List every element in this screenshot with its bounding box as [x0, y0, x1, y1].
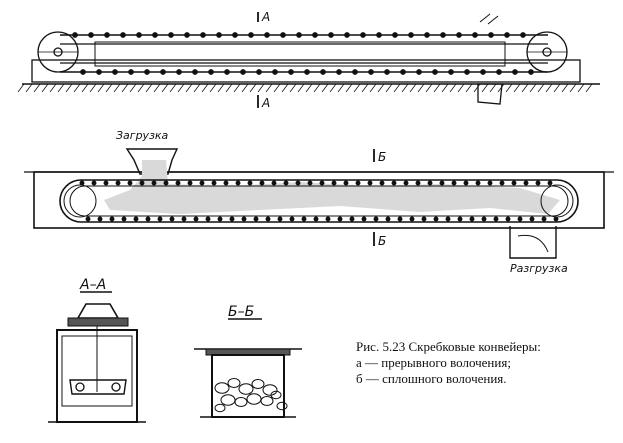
view-aa-label: А–А — [79, 277, 106, 293]
caption-title: Рис. 5.23 Скребковые конвейеры: — [356, 339, 541, 354]
section-b-bottom-label: Б — [378, 234, 386, 248]
caption-line-a: а — прерывного волочения; — [356, 355, 511, 370]
section-a-top-label: A — [261, 10, 270, 24]
section-bb-drawing — [194, 348, 302, 418]
conveyor-b-drawing — [24, 148, 614, 259]
conveyor-a-drawing — [17, 12, 600, 108]
caption-line-b: б — сплошного волочения. — [356, 371, 507, 386]
loading-label: Загрузка — [116, 129, 169, 142]
unloading-label: Разгрузка — [510, 262, 568, 275]
section-a-bottom-label: A — [261, 96, 270, 110]
figure-caption: Рис. 5.23 Скребковые конвейеры: а — прер… — [356, 339, 618, 387]
section-b-top-label: Б — [378, 150, 386, 164]
section-aa-drawing — [48, 303, 146, 423]
view-bb-label: Б–Б — [228, 304, 254, 320]
